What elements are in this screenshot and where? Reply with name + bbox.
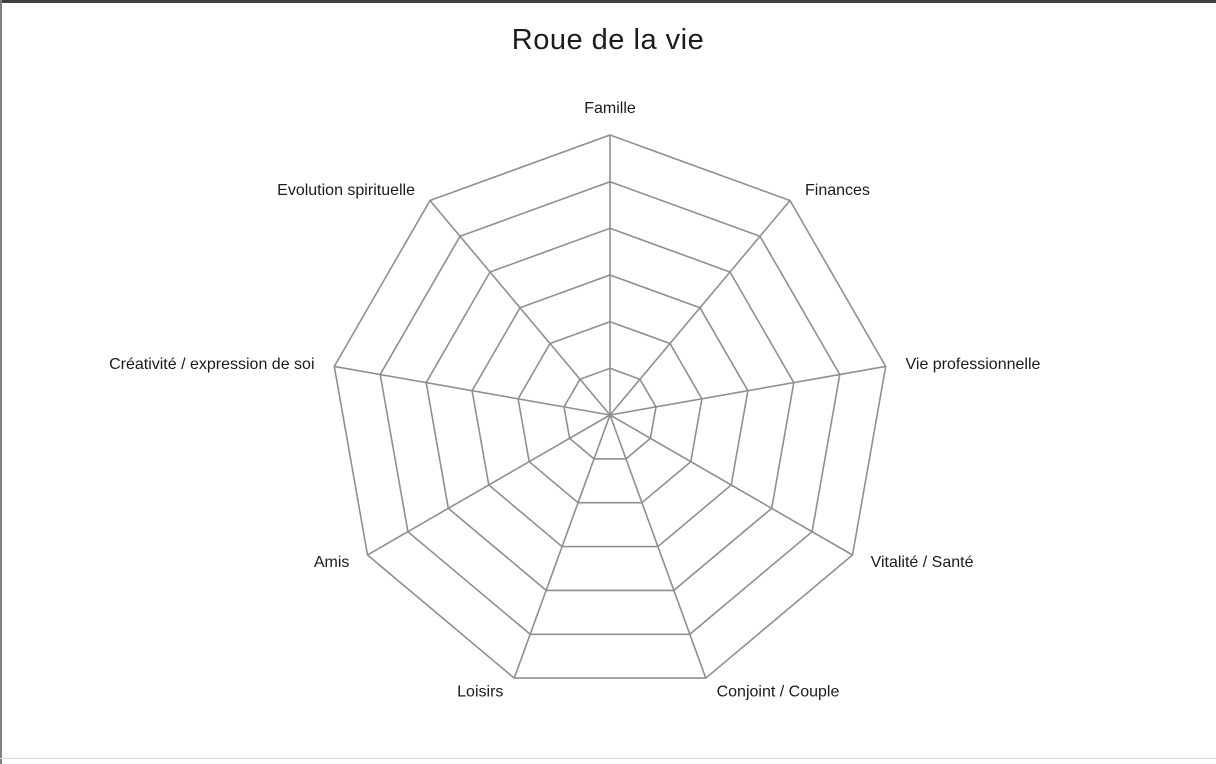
radar-ring — [379, 180, 841, 636]
axis-label-3: Vie professionnelle — [906, 356, 1041, 373]
radar-grid-rings — [333, 134, 887, 679]
radar-spoke — [609, 414, 707, 679]
radar-spoke — [429, 199, 611, 416]
radar-spoke — [609, 199, 791, 416]
radar-spoke — [367, 414, 611, 556]
radar-ring — [517, 320, 703, 504]
window-frame-bottom-edge — [0, 758, 1216, 759]
axis-label-2: Finances — [805, 182, 870, 199]
radar-spoke — [609, 414, 853, 556]
radar-ring — [563, 367, 657, 460]
axis-label-1: Famille — [584, 100, 636, 117]
radar-spoke — [609, 365, 886, 416]
radar-spokes — [334, 135, 886, 679]
axis-label-9: Evolution spirituelle — [277, 182, 415, 199]
axis-label-7: Amis — [314, 554, 350, 571]
radar-ring — [333, 134, 887, 679]
window-frame-left-edge — [0, 0, 2, 764]
axis-label-4: Vitalité / Santé — [871, 554, 974, 571]
axis-label-5: Conjoint / Couple — [717, 683, 840, 700]
radar-spoke — [513, 414, 611, 679]
radar-spoke — [334, 365, 611, 416]
axis-label-8: Créativité / expression de soi — [109, 356, 314, 373]
radar-ring — [471, 274, 749, 548]
window-frame-top-edge — [0, 0, 1216, 3]
radar-ring — [425, 227, 795, 592]
axis-label-6: Loisirs — [457, 683, 503, 700]
chart-title: Roue de la vie — [511, 24, 705, 56]
